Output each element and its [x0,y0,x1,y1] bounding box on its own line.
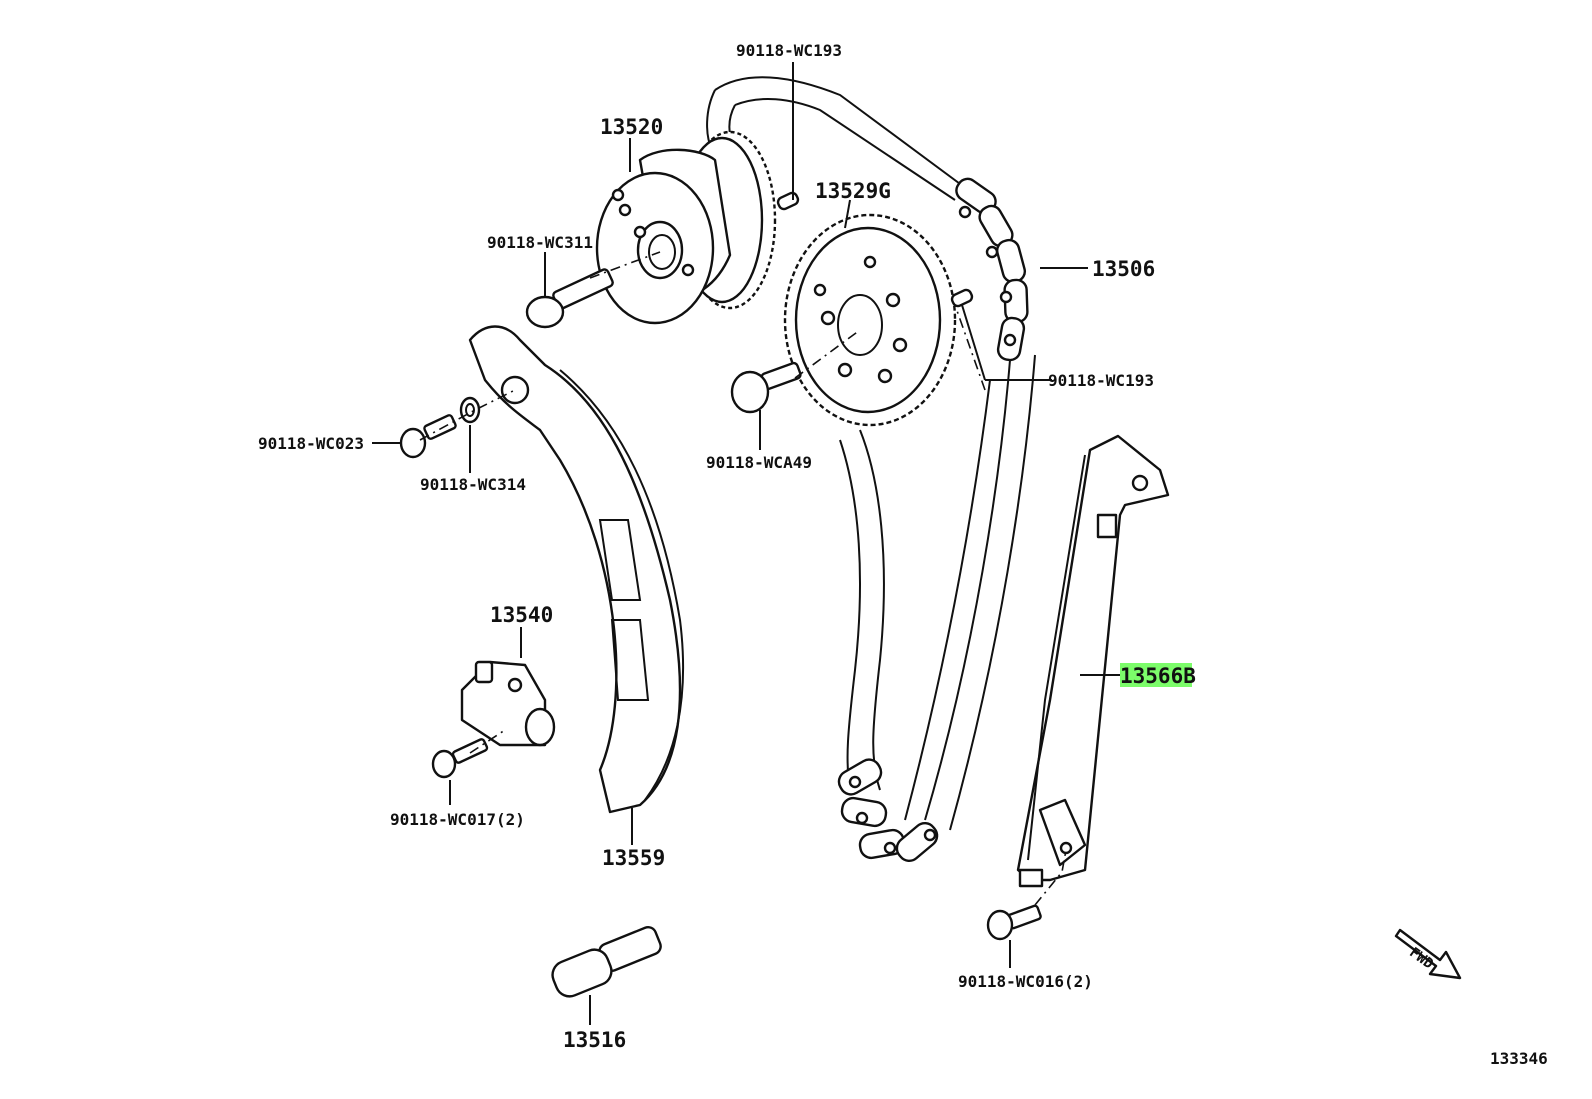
label-90118-wc016[interactable]: 90118-WC016(2) [958,972,1093,991]
label-13566b[interactable]: 13566B [1120,664,1196,688]
figure-number: 133346 [1490,1049,1548,1068]
camshaft-sprocket [783,213,957,427]
chain-guide-right [1016,434,1170,888]
washer-wc314 [459,396,481,424]
label-90118-wc314[interactable]: 90118-WC314 [420,475,526,494]
label-13540[interactable]: 13540 [490,603,553,627]
dowel-pin-upper [776,191,800,211]
fwd-label: FWD [1406,945,1436,973]
label-90118-wc193-right[interactable]: 90118-WC193 [1048,371,1154,390]
pin-13516 [551,925,662,998]
label-13520[interactable]: 13520 [600,115,663,139]
label-90118-wc311[interactable]: 90118-WC311 [487,233,593,252]
chain-links-lower [837,758,939,863]
label-13559[interactable]: 13559 [602,846,665,870]
chain-tensioner [460,660,556,747]
label-90118-wca49[interactable]: 90118-WCA49 [706,453,812,472]
bolt-wc023 [399,414,457,459]
label-90118-wc023[interactable]: 90118-WC023 [258,434,364,453]
label-90118-wc193-top[interactable]: 90118-WC193 [736,41,842,60]
chain-links-upper [955,177,1029,362]
bolt-wc311 [525,268,614,329]
label-13516[interactable]: 13516 [563,1028,626,1052]
label-13506[interactable]: 13506 [1092,257,1155,281]
dowel-pin-lower [950,288,974,308]
highlight-13566b [1120,663,1192,687]
timing-chain [706,76,1036,863]
bolt-wca49 [730,361,802,414]
chain-tensioner-arm [468,325,685,814]
bolt-wc016 [986,904,1042,941]
camshaft-timing-gear [595,130,777,325]
label-90118-wc017[interactable]: 90118-WC017(2) [390,810,525,829]
fwd-arrow-icon: FWD [1394,928,1462,980]
label-13529g[interactable]: 13529G [815,179,891,203]
bolt-wc017 [431,738,489,779]
